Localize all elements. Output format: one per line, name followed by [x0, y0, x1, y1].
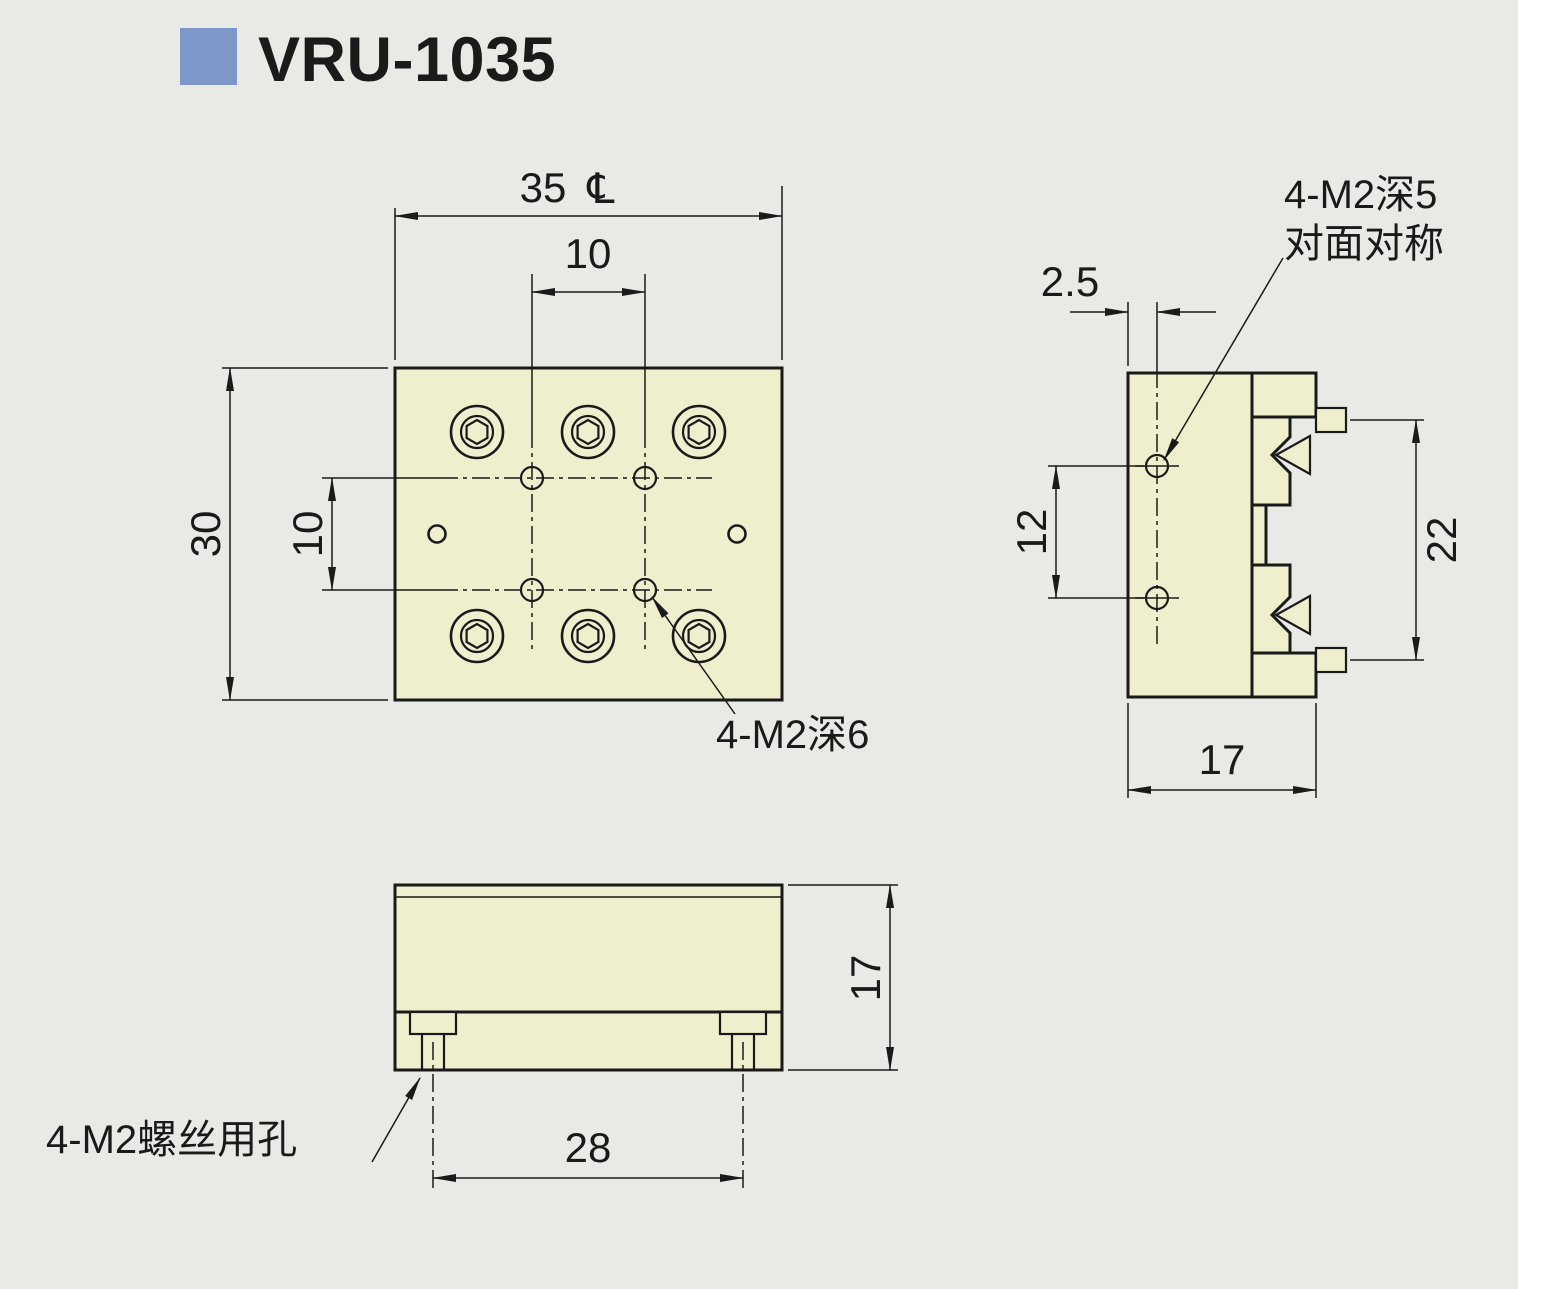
dim-front-height: 17 — [788, 884, 898, 1071]
mount-screw-left — [408, 1010, 458, 1070]
set-screw-bottom — [1314, 646, 1348, 674]
tapped-hole — [632, 465, 658, 491]
side-thread-note-line1: 4-M2深5 — [1284, 173, 1437, 217]
page-right-margin — [1518, 0, 1556, 1289]
hex-socket-screw — [449, 404, 505, 460]
dim-screw-pitch: 28 — [432, 1124, 744, 1182]
roller-groove-top — [1273, 434, 1312, 476]
dim-height: 30 — [182, 367, 388, 701]
pin-hole — [727, 524, 747, 544]
dim-hole-pitch-v-value: 10 — [284, 511, 331, 558]
rail-bottom-block — [1250, 651, 1318, 699]
dim-side-hole-pitch: 12 — [1008, 465, 1144, 599]
dim-mount-span: 22 — [1350, 419, 1465, 661]
thread-note-label: 4-M2深6 — [716, 713, 869, 757]
hex-socket-screw — [560, 404, 616, 460]
mount-screw-right — [718, 1010, 768, 1070]
hex-socket-screw — [449, 608, 505, 664]
centerline-symbol-icon: ℄ — [587, 165, 615, 212]
leader-screw-hole-note: 4-M2螺丝用孔 — [46, 1077, 421, 1163]
tapped-hole — [519, 577, 545, 603]
hex-socket-screw — [560, 608, 616, 664]
dim-edge-offset-value: 2.5 — [1041, 258, 1099, 305]
dim-screw-pitch-value: 28 — [565, 1124, 612, 1171]
top-view-plate — [393, 366, 784, 702]
tapped-hole — [519, 465, 545, 491]
tapped-hole — [632, 577, 658, 603]
rail-lower-clamp — [1250, 563, 1292, 655]
roller-groove-bottom — [1273, 594, 1312, 636]
dim-depth-value: 17 — [1199, 736, 1246, 783]
dim-hole-pitch-vertical: 10 — [284, 477, 336, 591]
leader-thread-note: 4-M2深6 — [651, 596, 869, 757]
side-thread-note-line2: 对面对称 — [1284, 222, 1444, 266]
leader-side-thread-note: 4-M2深5 对面对称 — [1163, 173, 1444, 461]
side-view-body — [1126, 371, 1254, 699]
side-view: 2.5 12 22 17 4-M2深5 对面对称 — [1008, 173, 1465, 798]
title-block: VRU-1035 — [180, 25, 556, 95]
dim-width: 35 ℄ — [394, 164, 783, 360]
front-view-base — [393, 1010, 784, 1072]
title-accent-square — [180, 28, 237, 85]
pin-hole — [427, 524, 447, 544]
front-view: 17 28 4-M2螺丝用孔 — [46, 883, 898, 1190]
dim-depth: 17 — [1127, 703, 1317, 798]
dim-height-value: 30 — [182, 511, 229, 558]
dim-side-hole-pitch-value: 12 — [1008, 509, 1055, 556]
dim-hole-pitch-horizontal: 10 — [531, 230, 646, 296]
dim-edge-offset: 2.5 — [1041, 258, 1216, 366]
dim-mount-span-value: 22 — [1418, 517, 1465, 564]
set-screw-top — [1314, 406, 1348, 434]
dim-width-value: 35 — [520, 164, 567, 211]
front-view-table — [393, 883, 784, 1014]
page-title: VRU-1035 — [258, 25, 556, 95]
rail-top-block — [1250, 371, 1318, 419]
screw-hole-note-label: 4-M2螺丝用孔 — [46, 1118, 297, 1162]
dim-hole-pitch-h-value: 10 — [565, 230, 612, 277]
hex-socket-screw — [671, 404, 727, 460]
top-view: 35 ℄ 10 30 10 4-M2深6 — [182, 164, 869, 757]
rail-center-strip — [1250, 503, 1268, 567]
dim-front-height-value: 17 — [842, 955, 889, 1002]
